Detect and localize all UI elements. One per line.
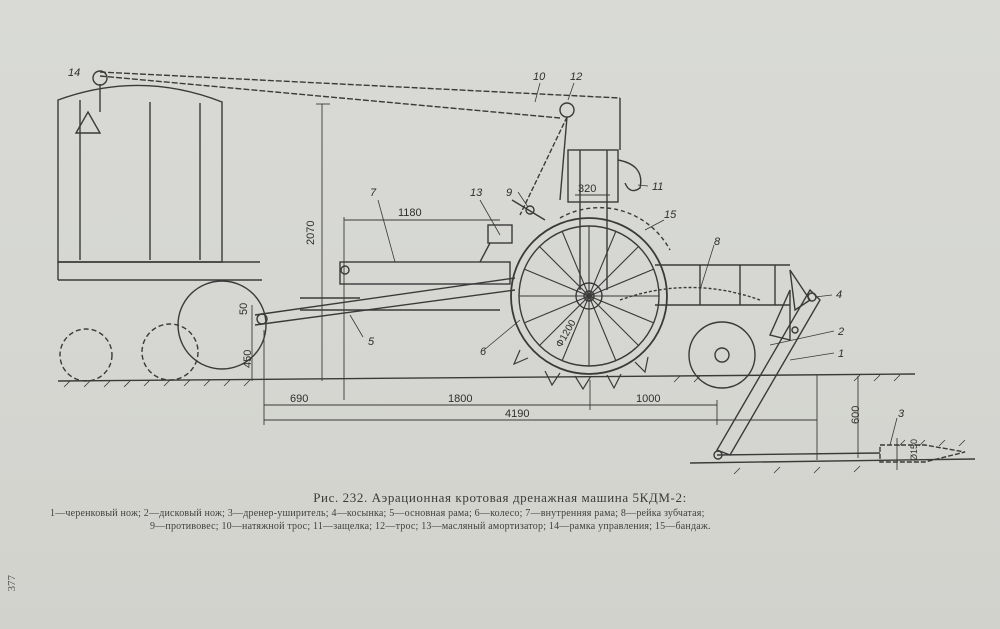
tractor-track-wheel-2 xyxy=(141,323,199,381)
tension-cable xyxy=(99,71,621,99)
tractor-cab xyxy=(57,84,223,263)
dim-600: 600 xyxy=(850,406,862,424)
figure-legend: 1—черенковый нож; 2—дисковый нож; 3—дрен… xyxy=(50,507,980,533)
callout-10: 10 xyxy=(533,71,546,83)
callout-14: 14 xyxy=(68,67,80,79)
dim-450: 450 xyxy=(242,350,254,368)
dim-150: Ø150 xyxy=(909,439,919,461)
callout-15: 15 xyxy=(664,209,677,221)
callout-6: 6 xyxy=(480,346,487,358)
figure-caption: Рис. 232. Аэрационная кротовая дренажная… xyxy=(313,490,687,505)
disc-knife xyxy=(688,321,756,389)
trench-bottom-line xyxy=(689,458,976,464)
machine-drawing: 2070 1180 320 50 450 690 1800 1000 4190 … xyxy=(57,67,976,475)
tractor-rear-wheel xyxy=(177,280,267,370)
dim-50: 50 xyxy=(238,303,250,315)
callout-13: 13 xyxy=(470,187,483,199)
page-number: 377 xyxy=(6,575,18,592)
main-wheel xyxy=(510,217,668,375)
callout-9: 9 xyxy=(506,187,512,199)
callout-7: 7 xyxy=(370,187,377,199)
dim-2070: 2070 xyxy=(305,221,317,245)
dim-1200: Ф1200 xyxy=(554,318,579,350)
callout-8: 8 xyxy=(714,236,721,248)
control-frame xyxy=(74,110,102,134)
callout-2: 2 xyxy=(837,326,844,338)
callout-11: 11 xyxy=(652,181,663,193)
drainer-expander xyxy=(879,444,966,463)
tractor-track-wheel-1 xyxy=(59,328,113,382)
callout-4: 4 xyxy=(836,289,842,301)
legend-line-1: 1—черенковый нож; 2—дисковый нож; 3—дрен… xyxy=(50,508,705,519)
callout-12: 12 xyxy=(570,71,582,83)
dim-320: 320 xyxy=(578,183,596,195)
ground-line xyxy=(57,373,916,382)
dim-1800: 1800 xyxy=(448,393,472,405)
dim-1180: 1180 xyxy=(398,207,422,219)
callout-3: 3 xyxy=(898,408,905,420)
legend-line-2: 9—противовес; 10—натяжной трос; 11—защел… xyxy=(150,521,711,532)
dim-1000: 1000 xyxy=(636,393,660,405)
shank-knife xyxy=(715,288,821,456)
dim-4190: 4190 xyxy=(505,408,529,420)
callout-5: 5 xyxy=(368,336,375,348)
callout-1: 1 xyxy=(838,348,844,360)
dim-690: 690 xyxy=(290,393,308,405)
